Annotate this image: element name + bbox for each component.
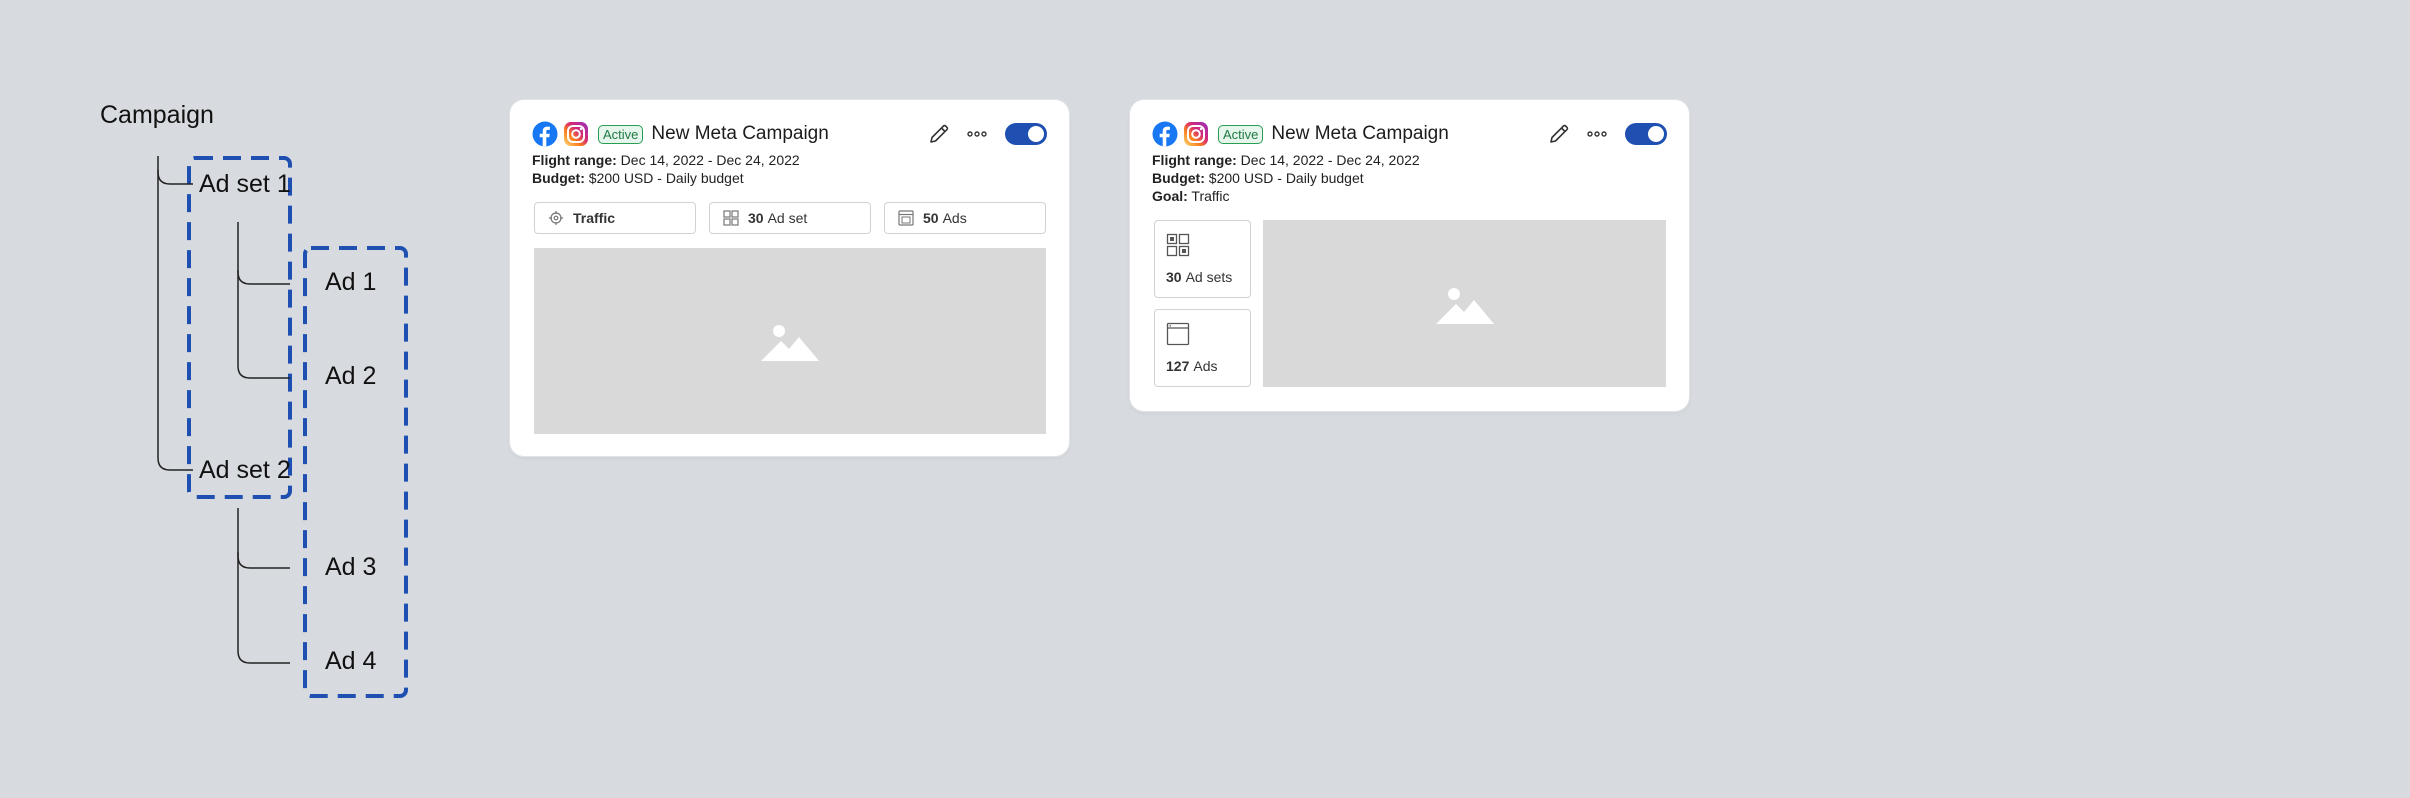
flight-range-value: Dec 14, 2022 - Dec 24, 2022 xyxy=(620,152,800,168)
connector-adset2-ad4 xyxy=(237,552,290,664)
ads-count: 50 xyxy=(923,210,939,226)
card-header: Active New Meta Campaign xyxy=(532,116,1047,152)
adset-count: 30 xyxy=(748,210,764,226)
ad-set-label: Ad set 2 xyxy=(199,456,291,484)
more-horizontal-icon[interactable] xyxy=(1585,122,1609,146)
flight-range-value: Dec 14, 2022 - Dec 24, 2022 xyxy=(1240,152,1420,168)
budget-row: Budget: $200 USD - Daily budget xyxy=(532,170,744,186)
connector-adset2-ad3 xyxy=(237,508,290,569)
grid-icon xyxy=(1166,233,1190,257)
ads-group-box xyxy=(303,246,408,698)
campaign-title[interactable]: New Meta Campaign xyxy=(1271,123,1449,144)
budget-label: Budget: xyxy=(1152,170,1205,186)
ads-count-pill[interactable]: 50 Ads xyxy=(884,202,1046,234)
card-header: Active New Meta Campaign xyxy=(1152,116,1667,152)
instagram-icon xyxy=(1184,122,1208,146)
campaign-active-toggle[interactable] xyxy=(1625,123,1667,145)
connector-campaign-adset2 xyxy=(157,170,193,471)
campaign-hierarchy-diagram: Campaign Ad set 1 Ad set 2 Ad 1 Ad 2 Ad … xyxy=(0,0,440,798)
adset-count-pill[interactable]: 30 Ad set xyxy=(709,202,871,234)
goal-pill-label: Traffic xyxy=(573,210,616,226)
card-actions xyxy=(1533,122,1667,146)
pencil-icon[interactable] xyxy=(1547,122,1571,146)
more-horizontal-icon[interactable] xyxy=(965,122,989,146)
facebook-icon xyxy=(1152,121,1178,147)
card-actions xyxy=(913,122,1047,146)
flight-range-label: Flight range: xyxy=(1152,152,1237,168)
campaign-active-toggle[interactable] xyxy=(1005,123,1047,145)
target-icon xyxy=(549,211,563,225)
creative-image-placeholder xyxy=(534,248,1046,434)
ad-set-label: Ad set 1 xyxy=(199,170,291,198)
campaign-card-horizontal[interactable]: Active New Meta Campaign Flight range: D… xyxy=(510,100,1069,456)
campaign-card-compact[interactable]: Active New Meta Campaign Flight range: D… xyxy=(1130,100,1689,411)
ad-sets-group-box xyxy=(187,156,292,499)
status-badge: Active xyxy=(1218,124,1264,144)
budget-value: $200 USD - Daily budget xyxy=(1208,170,1364,186)
connector-adset1-ad2 xyxy=(237,270,290,379)
image-placeholder-icon xyxy=(761,325,819,361)
pencil-icon[interactable] xyxy=(927,122,951,146)
campaign-title[interactable]: New Meta Campaign xyxy=(651,123,829,144)
campaign-label: Campaign xyxy=(100,101,214,129)
goal-label: Goal: xyxy=(1152,188,1188,204)
flight-range-label: Flight range: xyxy=(532,152,617,168)
goal-pill[interactable]: Traffic xyxy=(534,202,696,234)
grid-icon xyxy=(723,210,739,226)
adset-count: 30 xyxy=(1166,269,1182,285)
image-placeholder-icon xyxy=(1435,287,1494,324)
creative-image-placeholder xyxy=(1263,220,1666,387)
budget-row: Budget: $200 USD - Daily budget xyxy=(1152,170,1364,186)
connector-adset1-ad1 xyxy=(237,222,290,285)
ads-count: 127 xyxy=(1166,358,1190,374)
ad-label: Ad 2 xyxy=(325,362,377,390)
budget-value: $200 USD - Daily budget xyxy=(588,170,744,186)
adset-count-label: Ad set xyxy=(767,210,808,226)
ad-label: Ad 4 xyxy=(325,647,377,675)
instagram-icon xyxy=(564,122,588,146)
ads-count-label: Ads xyxy=(942,210,967,226)
adset-count-label: Ad sets xyxy=(1185,269,1233,285)
flight-range-row: Flight range: Dec 14, 2022 - Dec 24, 202… xyxy=(532,152,800,168)
status-badge: Active xyxy=(598,124,644,144)
window-icon xyxy=(898,210,914,226)
goal-value: Traffic xyxy=(1191,188,1230,204)
hierarchy-lines xyxy=(157,156,408,698)
window-icon xyxy=(1166,322,1190,346)
goal-row: Goal: Traffic xyxy=(1152,188,1230,204)
ad-label: Ad 1 xyxy=(325,268,377,296)
ad-label: Ad 3 xyxy=(325,553,377,581)
ads-count-label: Ads xyxy=(1193,358,1218,374)
facebook-icon xyxy=(532,121,558,147)
budget-label: Budget: xyxy=(532,170,585,186)
flight-range-row: Flight range: Dec 14, 2022 - Dec 24, 202… xyxy=(1152,152,1420,168)
